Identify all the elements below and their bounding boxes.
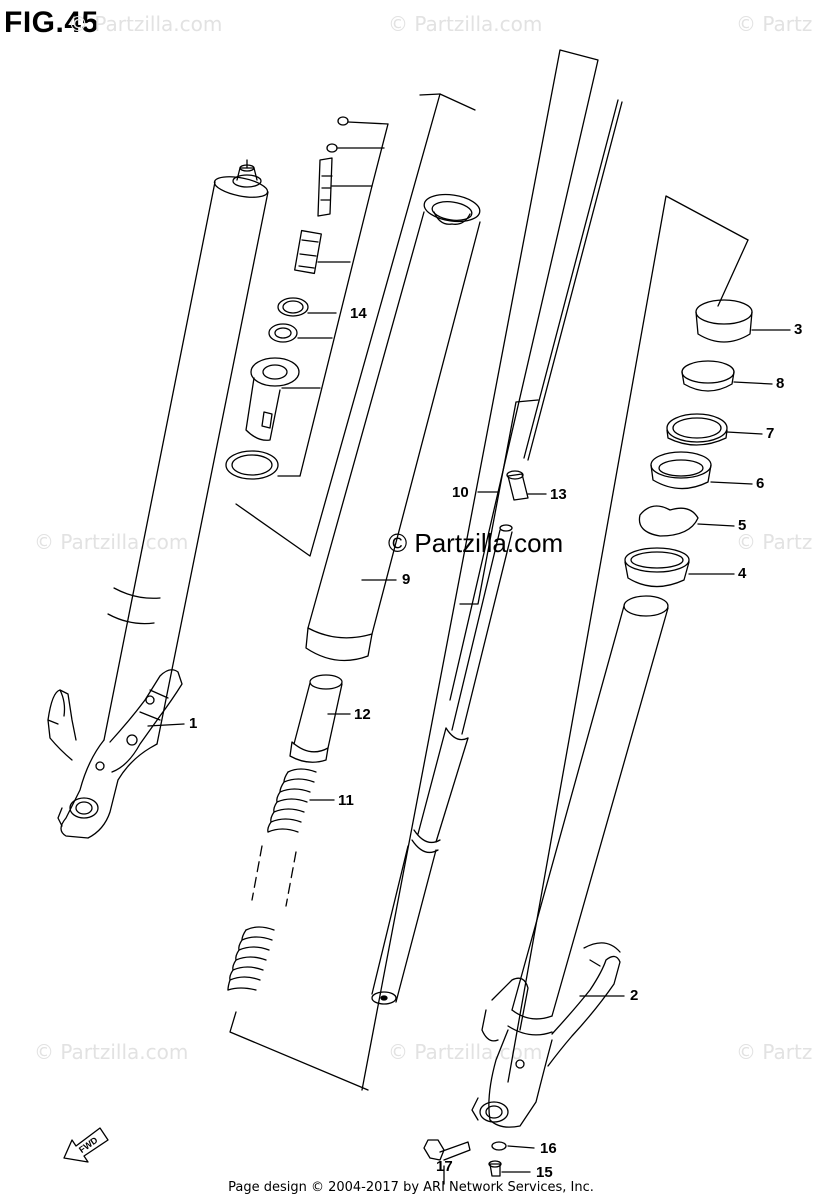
seals-and-bushings (508, 196, 790, 1082)
watermark: © Partz (736, 1040, 813, 1064)
callout-14: 14 (350, 305, 367, 322)
callout-7: 7 (766, 425, 775, 442)
damper-cartridge-parts (226, 94, 475, 556)
watermark: © Partz (736, 12, 813, 36)
page-footer: Page design © 2004-2017 by ARI Network S… (228, 1180, 594, 1195)
callout-2: 2 (630, 987, 639, 1004)
center-watermark: © Partzilla.com (388, 528, 564, 558)
callout-9: 9 (402, 571, 411, 588)
fwd-arrow-icon (64, 1128, 108, 1162)
callout-1: 1 (189, 715, 198, 732)
callout-17: 17 (436, 1158, 453, 1175)
callout-4: 4 (738, 565, 747, 582)
watermark: © Partzilla.com (388, 1040, 543, 1064)
callout-10: 10 (452, 484, 469, 501)
callout-8: 8 (776, 375, 785, 392)
callout-12: 12 (354, 706, 371, 723)
callout-15: 15 (536, 1164, 553, 1181)
callout-16: 16 (540, 1140, 557, 1157)
callout-3: 3 (794, 321, 803, 338)
left-fork-assembly (48, 160, 269, 838)
figure-title: FIG.45 (4, 6, 99, 39)
damper-rod (362, 50, 622, 1090)
callout-5: 5 (738, 517, 747, 534)
watermark: © Partzilla.com (388, 12, 543, 36)
callout-11: 11 (338, 792, 354, 809)
spring-and-spacer (228, 675, 368, 1090)
callout-6: 6 (756, 475, 765, 492)
watermark: © Partzilla.com (68, 12, 223, 36)
callout-leaders (148, 492, 624, 996)
watermark: © Partzilla.com (34, 1040, 189, 1064)
callout-13: 13 (550, 486, 567, 503)
watermark: © Partz (736, 530, 813, 554)
inner-tube (306, 191, 482, 660)
watermark: © Partzilla.com (34, 530, 189, 554)
right-fork-assembly (424, 596, 668, 1184)
